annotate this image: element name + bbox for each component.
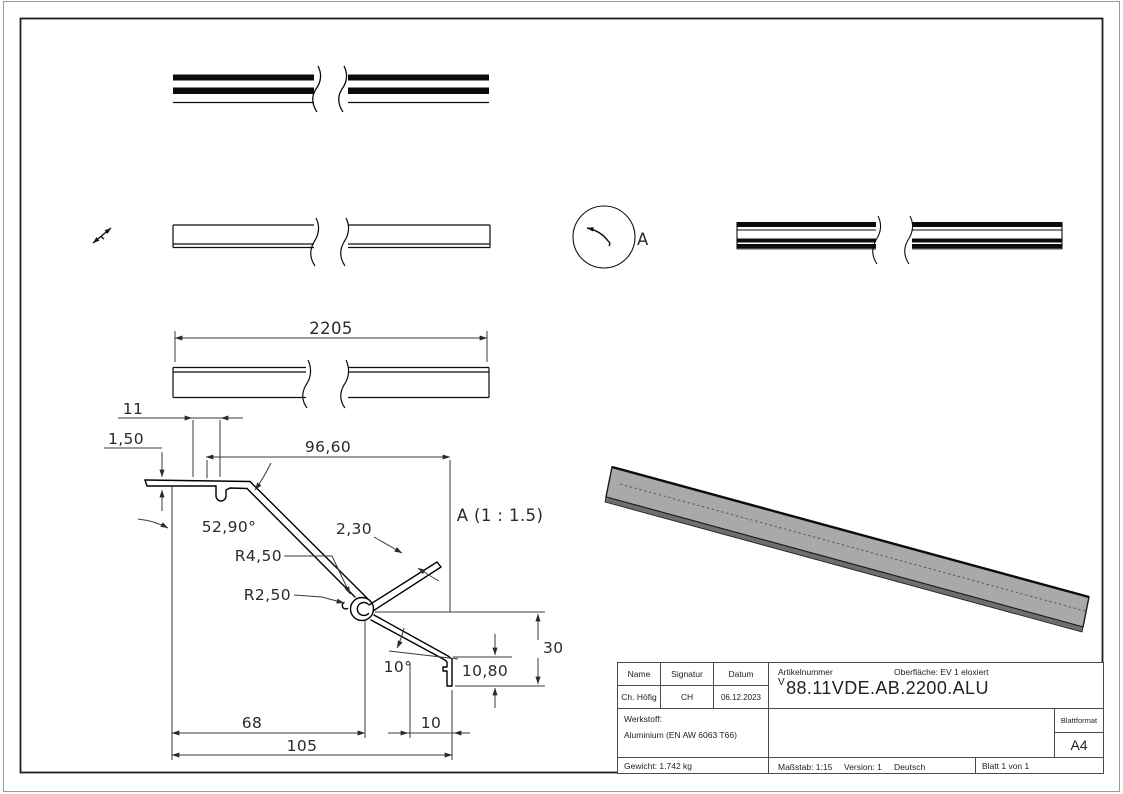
detail-callout-circle xyxy=(572,205,636,269)
title-block: Name Signatur Datum Ch. Höfig CH 06.12.2… xyxy=(617,662,1104,774)
dim-radius-inner: R2,50 xyxy=(244,586,291,604)
detail-callout-label: A xyxy=(637,230,649,249)
iso-bar-face xyxy=(605,466,1090,628)
dim-overall-length-label: 2205 xyxy=(309,319,353,338)
detail-view-title: A (1 : 1.5) xyxy=(457,506,544,525)
tb-language: Deutsch xyxy=(894,761,926,772)
tb-article-label: Artikelnummer xyxy=(778,667,833,677)
view-length xyxy=(172,359,490,409)
iso-view xyxy=(604,465,1090,633)
tb-material-value: Aluminium (EN AW 6063 T66) xyxy=(624,730,737,740)
dim-radius-outer: R4,50 xyxy=(235,547,282,565)
dim-top-width: 96,60 xyxy=(305,438,351,456)
tb-sheet-format-label: Blattformat xyxy=(1054,708,1104,733)
tb-signature-header: Signatur xyxy=(660,662,714,686)
part-number: V88.11VDE.AB.2200.ALU xyxy=(778,677,989,699)
tb-material-label: Werkstoff: xyxy=(624,714,662,724)
dim-flange-thickness: 1,50 xyxy=(108,430,144,448)
tb-scale-cell: Maßstab: 1:15 Version: 1 Deutsch xyxy=(768,757,976,774)
dim-bottom-angle: 10° xyxy=(384,658,413,676)
profile-mini-symbol xyxy=(92,227,112,244)
dim-base-width: 105 xyxy=(287,737,318,755)
iso-bar-edge xyxy=(604,496,1084,633)
view-top xyxy=(173,65,489,113)
tb-name-value: Ch. Höfig xyxy=(617,685,661,709)
tb-date-header: Datum xyxy=(713,662,769,686)
view-side xyxy=(172,217,491,267)
tb-signature-value: CH xyxy=(660,685,714,709)
dim-base-width-inner: 68 xyxy=(242,714,263,732)
dim-main-angle: 52,90° xyxy=(202,518,257,536)
tb-weight: Gewicht: 1.742 kg xyxy=(617,757,769,774)
tb-version: Version: 1 xyxy=(844,761,882,772)
cross-section-dimensions xyxy=(104,415,545,760)
view-side-right xyxy=(736,215,1063,265)
surface-symbol: V xyxy=(778,677,786,688)
dim-hook-width: 11 xyxy=(123,400,144,418)
cross-section-profile xyxy=(144,479,453,687)
dim-wall-thickness: 2,30 xyxy=(336,520,372,538)
tb-sheet-format-value: A4 xyxy=(1054,732,1104,758)
dim-tab-height: 10,80 xyxy=(462,662,508,680)
tb-empty-cell xyxy=(768,708,1055,758)
tb-name-header: Name xyxy=(617,662,661,686)
tb-scale: Maßstab: 1:15 xyxy=(778,761,833,772)
tb-sheet-count: Blatt 1 von 1 xyxy=(975,757,1104,774)
tb-surface-label: Oberfläche: EV 1 eloxiert xyxy=(894,667,989,677)
dim-overall-length xyxy=(174,331,488,362)
tb-material-cell: Werkstoff: Aluminium (EN AW 6063 T66) xyxy=(617,708,769,758)
tb-article-cell: Artikelnummer Oberfläche: EV 1 eloxiert … xyxy=(768,662,1104,709)
part-number-text: 88.11VDE.AB.2200.ALU xyxy=(786,678,989,698)
dim-tab-offset: 10 xyxy=(421,714,442,732)
tb-date-value: 06.12.2023 xyxy=(713,685,769,709)
dim-right-height: 30 xyxy=(543,639,564,657)
sheet-border xyxy=(3,1,1120,792)
